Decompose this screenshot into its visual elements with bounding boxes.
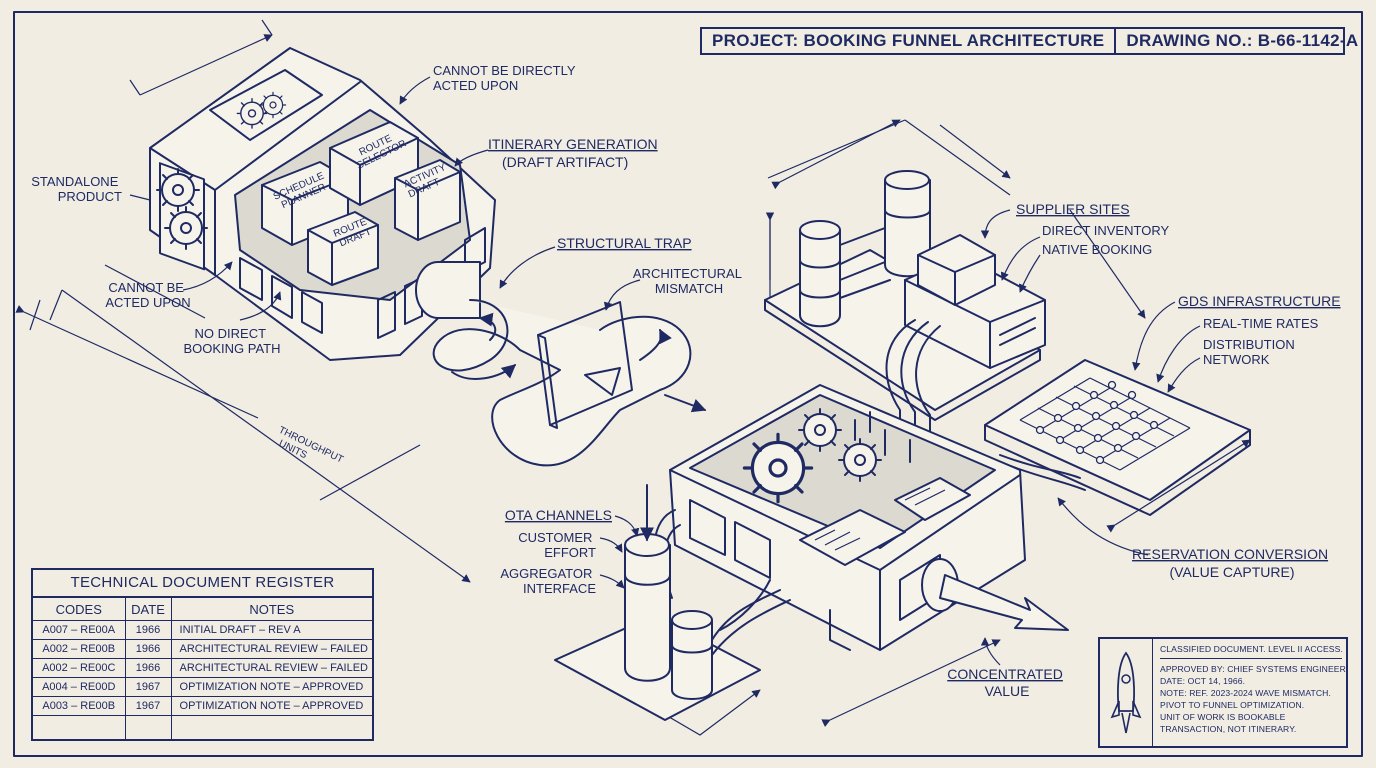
label-customer-effort: CUSTOMER EFFORT xyxy=(518,530,596,560)
cell-code: A002 – RE00C xyxy=(33,658,126,678)
gear-icon xyxy=(838,438,882,482)
label-direct-inventory: DIRECT INVENTORY xyxy=(1042,223,1169,238)
structural-trap-loop xyxy=(432,299,707,467)
title-divider xyxy=(1114,29,1117,53)
label-structural-trap: STRUCTURAL TRAP xyxy=(557,235,692,251)
label-throughput-units: THROUGHPUT UNITS xyxy=(271,425,347,478)
table-row: A002 – RE00C 1966 ARCHITECTURAL REVIEW –… xyxy=(33,658,372,678)
label-real-time-rates: REAL-TIME RATES xyxy=(1203,316,1319,331)
column-header-notes: NOTES xyxy=(171,598,372,621)
label-cannot-be-directly: CANNOT BE DIRECTLY ACTED UPON xyxy=(433,63,579,93)
title-block: PROJECT: BOOKING FUNNEL ARCHITECTURE DRA… xyxy=(700,27,1358,55)
leader-lines xyxy=(129,76,1201,666)
column-header-codes: CODES xyxy=(33,598,126,621)
cell-date: 1966 xyxy=(125,639,172,659)
label-cannot-be-acted-upon: CANNOT BE ACTED UPON xyxy=(105,280,190,310)
note-line: NOTE: REF. 2023-2024 WAVE MISMATCH. xyxy=(1160,688,1331,698)
label-no-direct-booking: NO DIRECT BOOKING PATH xyxy=(183,326,280,356)
label-ota-channels: OTA CHANNELS xyxy=(505,507,612,523)
cell-date: 1966 xyxy=(125,620,172,640)
cell-code: A002 – RE00B xyxy=(33,639,126,659)
rocket-emblem-cell xyxy=(1100,639,1153,746)
label-reservation-conversion: RESERVATION CONVERSION (VALUE CAPTURE) xyxy=(1132,546,1332,580)
label-distribution-network: DISTRIBUTION NETWORK xyxy=(1203,337,1298,367)
cell-code: A004 – RE00D xyxy=(33,677,126,697)
cell-date: 1967 xyxy=(125,677,172,697)
register-title: TECHNICAL DOCUMENT REGISTER xyxy=(33,570,372,598)
gear-icon xyxy=(798,408,842,452)
classified-notes: CLASSIFIED DOCUMENT. LEVEL II ACCESS. AP… xyxy=(1160,643,1349,735)
register-table: CODES DATE NOTES A007 – RE00A 1966 INITI… xyxy=(33,598,372,740)
drawing-frame xyxy=(13,11,1363,757)
note-line: UNIT OF WORK IS BOOKABLE xyxy=(1160,712,1286,722)
cell-empty xyxy=(125,715,172,740)
classified-heading: CLASSIFIED DOCUMENT. LEVEL II ACCESS. xyxy=(1160,643,1343,659)
dimension-lines xyxy=(15,119,1251,736)
label-architectural-mismatch: ARCHITECTURAL MISMATCH xyxy=(633,266,745,296)
cell-date: 1967 xyxy=(125,696,172,716)
rocket-icon xyxy=(1110,651,1142,734)
table-row: A007 – RE00A 1966 INITIAL DRAFT – REV A xyxy=(33,620,372,640)
label-gds-infrastructure: GDS INFRASTRUCTURE xyxy=(1178,293,1341,309)
module-route-draft: ROUTE DRAFT xyxy=(307,211,379,286)
label-concentrated-value: CONCENTRATED VALUE xyxy=(947,666,1067,699)
gear-icon xyxy=(164,206,208,250)
label-supplier-sites: SUPPLIER SITES xyxy=(1016,201,1130,217)
drawing-number: DRAWING NO.: B-66-1142-A xyxy=(1126,31,1359,50)
table-row: A003 – RE00B 1967 OPTIMIZATION NOTE – AP… xyxy=(33,696,372,716)
cell-empty xyxy=(33,715,126,740)
cell-code: A007 – RE00A xyxy=(33,620,126,640)
cell-note: ARCHITECTURAL REVIEW – FAILED xyxy=(171,639,372,659)
note-line: TRANSACTION, NOT ITINERARY. xyxy=(1160,724,1297,734)
ota-channels-block xyxy=(554,484,791,721)
cell-note: OPTIMIZATION NOTE – APPROVED xyxy=(171,696,372,716)
cell-date: 1966 xyxy=(125,658,172,678)
itinerary-generator-machine: SCHEDULE PLANNER ROUTE SELECTOR ROUTE DR… xyxy=(129,19,496,361)
project-title: PROJECT: BOOKING FUNNEL ARCHITECTURE xyxy=(712,31,1105,50)
classified-approval-block: CLASSIFIED DOCUMENT. LEVEL II ACCESS. AP… xyxy=(1098,637,1348,748)
gear-icon xyxy=(742,432,814,504)
gear-icon xyxy=(156,168,200,212)
label-standalone-product: STANDALONE PRODUCT xyxy=(31,174,122,204)
output-arrow xyxy=(939,574,1069,631)
cell-code: A003 – RE00B xyxy=(33,696,126,716)
table-row: A002 – RE00B 1966 ARCHITECTURAL REVIEW –… xyxy=(33,639,372,659)
table-row-empty xyxy=(33,715,372,741)
mismatch-plate xyxy=(537,301,633,426)
table-row: A004 – RE00D 1967 OPTIMIZATION NOTE – AP… xyxy=(33,677,372,697)
supplier-tank xyxy=(799,220,841,328)
column-header-date: DATE xyxy=(125,598,172,621)
label-native-booking: NATIVE BOOKING xyxy=(1042,242,1152,257)
cell-note: INITIAL DRAFT – REV A xyxy=(171,620,372,640)
cell-note: ARCHITECTURAL REVIEW – FAILED xyxy=(171,658,372,678)
gear-icon xyxy=(259,91,287,119)
note-line: PIVOT TO FUNNEL OPTIMIZATION. xyxy=(1160,700,1305,710)
supplier-sites-block xyxy=(764,170,1046,446)
gear-icon xyxy=(236,97,268,129)
note-line: DATE: OCT 14, 1966. xyxy=(1160,676,1246,686)
note-line: APPROVED BY: CHIEF SYSTEMS ENGINEER. xyxy=(1160,664,1349,674)
central-hub-machine xyxy=(652,384,1069,651)
label-aggregator-interface: AGGREGATOR INTERFACE xyxy=(500,566,596,596)
cell-empty xyxy=(171,716,372,741)
technical-document-register: TECHNICAL DOCUMENT REGISTER CODES DATE N… xyxy=(31,568,374,741)
gds-network-block xyxy=(984,359,1251,516)
cell-note: OPTIMIZATION NOTE – APPROVED xyxy=(171,677,372,697)
label-itinerary-generation: ITINERARY GENERATION (DRAFT ARTIFACT) xyxy=(488,136,661,170)
register-header-row: CODES DATE NOTES xyxy=(33,598,372,621)
